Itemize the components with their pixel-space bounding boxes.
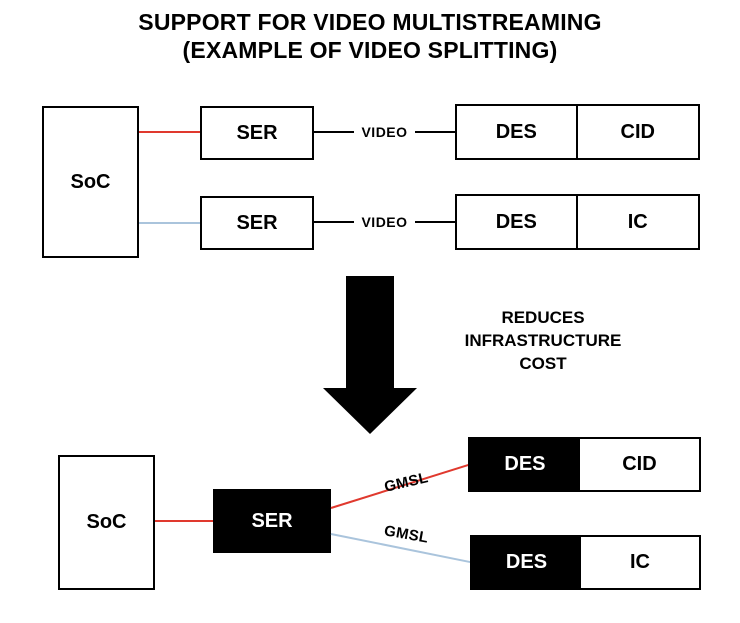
des-ic-box-before: DES IC: [455, 194, 700, 250]
video-link-label-2: VIDEO: [361, 214, 408, 230]
cid-cell-after: CID: [580, 439, 699, 490]
ic-label-before: IC: [627, 210, 648, 233]
gmsl-label-2: GMSL: [382, 522, 430, 547]
soc-box-before: SoC: [42, 106, 139, 258]
video-link-2: VIDEO: [314, 211, 456, 233]
soc-to-ser1-red-line: [139, 131, 200, 133]
des-label-after-1: DES: [504, 453, 546, 475]
cid-label-before: CID: [620, 120, 655, 143]
des-cell-after-2: DES: [472, 537, 581, 588]
cid-label-after: CID: [622, 453, 657, 475]
transition-caption: REDUCES INFRASTRUCTURE COST: [453, 306, 633, 375]
ic-cell-after: IC: [581, 537, 699, 588]
soc-label-before: SoC: [70, 170, 111, 193]
des-cell-2: DES: [457, 196, 578, 248]
soc-box-after: SoC: [58, 455, 155, 590]
soc-to-ser2-blue-line: [139, 222, 200, 224]
caption-line-3: COST: [519, 354, 567, 373]
caption-line-2: INFRASTRUCTURE: [464, 331, 622, 350]
video-link-label-1: VIDEO: [361, 124, 408, 140]
ser-label-after: SER: [251, 509, 293, 532]
diagram-title: SUPPORT FOR VIDEO MULTISTREAMING (EXAMPL…: [0, 8, 740, 64]
des-cid-box-before: DES CID: [455, 104, 700, 160]
gmsl-label-1: GMSL: [382, 469, 430, 496]
ic-cell-before: IC: [578, 196, 699, 248]
connector-line-segment: [314, 131, 355, 133]
soc-label-after: SoC: [86, 511, 127, 533]
des-label-2: DES: [495, 210, 537, 233]
connector-line-segment: [314, 221, 355, 223]
des-cid-box-after: DES CID: [468, 437, 701, 492]
video-link-1: VIDEO: [314, 121, 456, 143]
ic-label-after: IC: [629, 551, 650, 573]
des-label-after-2: DES: [505, 551, 548, 573]
des-ic-box-after: DES IC: [470, 535, 701, 590]
title-line-2: (EXAMPLE OF VIDEO SPLITTING): [182, 37, 558, 63]
ser-box-after: SER: [213, 489, 331, 553]
des-cell-after-1: DES: [470, 439, 580, 490]
cid-cell-before: CID: [578, 106, 699, 158]
caption-line-1: REDUCES: [501, 308, 585, 327]
ser-box-2: SER: [200, 196, 314, 250]
connector-line-segment: [414, 221, 456, 223]
soc-to-ser-red-line-after: [155, 520, 213, 522]
down-arrow-head-icon: [323, 388, 417, 434]
ser-label-2: SER: [236, 211, 278, 234]
connector-line-segment: [414, 131, 456, 133]
title-line-1: SUPPORT FOR VIDEO MULTISTREAMING: [138, 9, 602, 35]
down-arrow-icon: [346, 276, 394, 388]
ser-box-1: SER: [200, 106, 314, 160]
ser-label-1: SER: [236, 121, 278, 144]
des-cell-1: DES: [457, 106, 578, 158]
des-label-1: DES: [495, 120, 537, 143]
